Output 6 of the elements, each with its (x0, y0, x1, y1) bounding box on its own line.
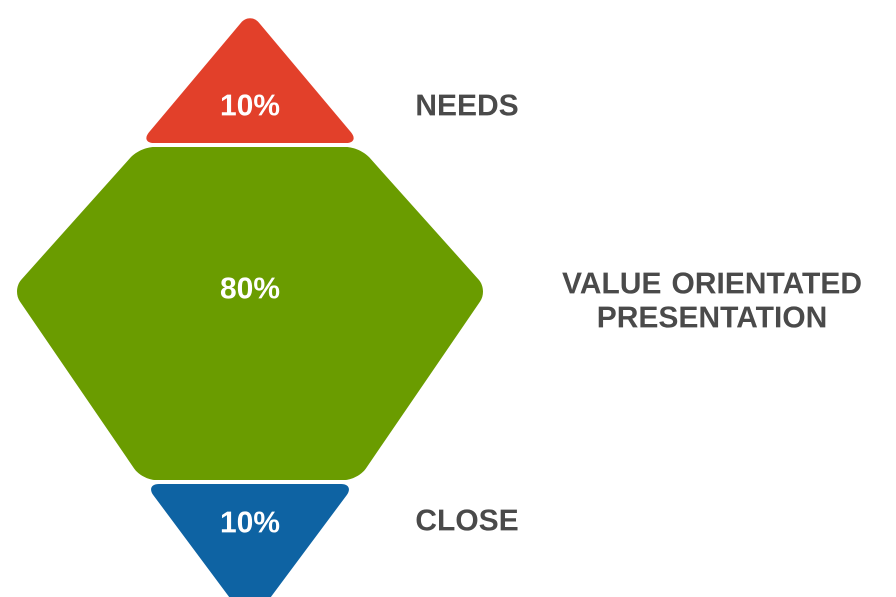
segment-label: VALUE ORIENTATED PRESENTATION (562, 272, 861, 328)
segment-label: CLOSE (416, 509, 518, 531)
segment-label: NEEDS (417, 94, 518, 116)
diagram-segment: 10% (151, 484, 349, 597)
diagram-segment: 10% (146, 18, 354, 143)
diagram-segment: 80% (17, 147, 483, 480)
